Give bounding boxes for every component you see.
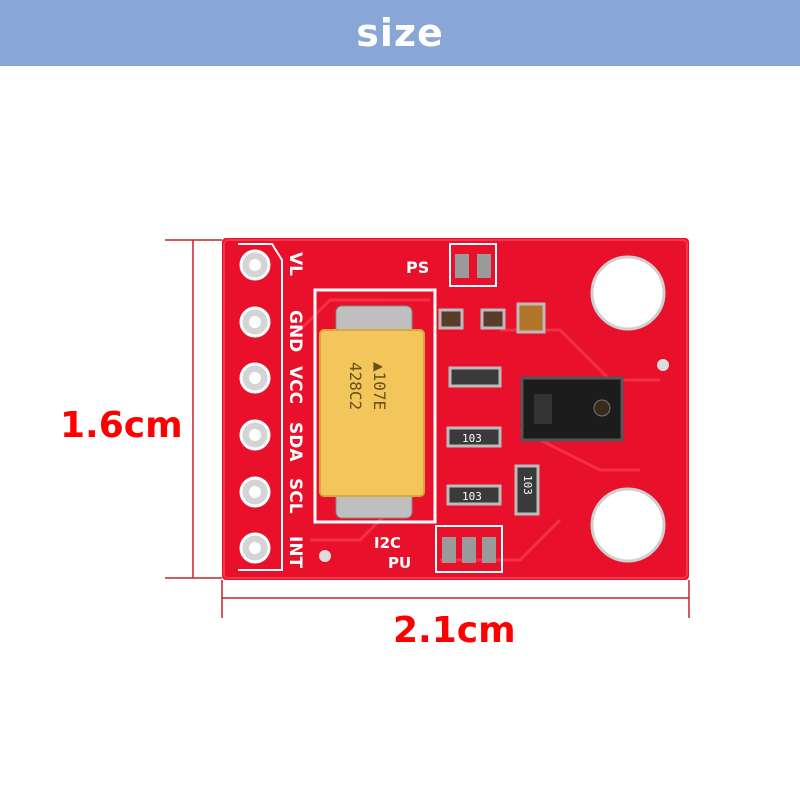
ps-jumper-outline — [449, 243, 497, 287]
pin-label-vl: VL — [285, 252, 305, 276]
width-label: 2.1cm — [393, 610, 516, 651]
resistor-code-2: 103 — [462, 490, 482, 503]
via — [657, 359, 669, 371]
banner-title: size — [356, 11, 444, 55]
i2c-label: I2C — [374, 534, 401, 552]
height-label: 1.6cm — [60, 405, 183, 446]
tantalum-capacitor — [319, 329, 425, 497]
width-dimension-line — [221, 580, 690, 618]
capacitor-silkscreen-outline — [313, 288, 437, 524]
ps-label: PS — [406, 258, 429, 277]
pin-label-int: INT — [285, 536, 305, 569]
pin-label-sda: SDA — [285, 422, 305, 462]
pin-label-vcc: VCC — [285, 366, 305, 404]
via — [319, 550, 331, 562]
ps-jumper-pad-left — [455, 254, 469, 278]
height-dimension-line — [165, 239, 222, 579]
pu-label: PU — [388, 554, 411, 572]
header-pin-holes — [238, 243, 283, 571]
pcb-board: VL GND VCC SDA SCL INT ▲107E 428C2 PS — [222, 238, 689, 580]
pin-label-scl: SCL — [285, 478, 305, 514]
ps-jumper-pad-right — [477, 254, 491, 278]
mounting-hole-top — [590, 255, 666, 331]
mounting-hole-bottom — [590, 487, 666, 563]
resistor-code-3: 103 — [521, 475, 534, 495]
i2c-jumper-outline — [435, 525, 503, 573]
capacitor-marking-line2: 428C2 — [346, 362, 365, 410]
title-banner: size — [0, 0, 800, 66]
pin-label-gnd: GND — [285, 310, 305, 352]
smd-components — [438, 302, 546, 516]
resistor-code-1: 103 — [462, 432, 482, 445]
capacitor-marking-line1: ▲107E — [370, 362, 389, 410]
